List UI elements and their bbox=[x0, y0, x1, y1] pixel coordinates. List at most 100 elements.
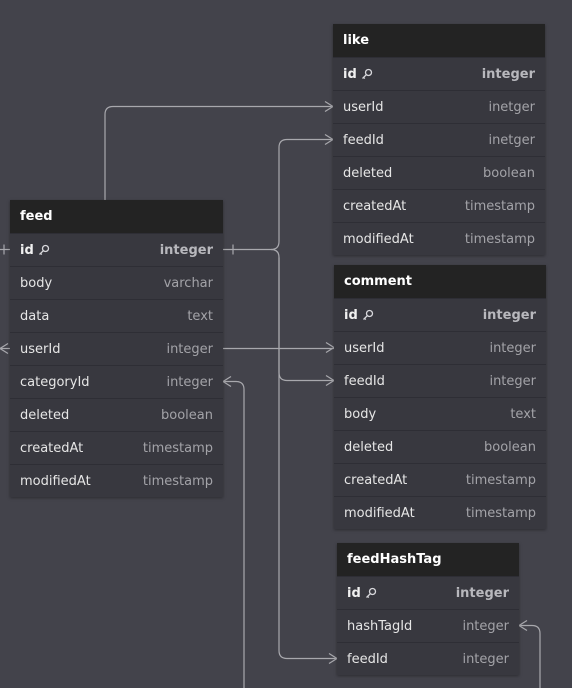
column-name-text: deleted bbox=[20, 407, 70, 423]
column-name: feedId bbox=[344, 374, 385, 389]
column-row-comment-userId[interactable]: userId integer bbox=[334, 331, 546, 364]
column-type: boolean bbox=[161, 407, 213, 423]
column-name: id bbox=[344, 308, 374, 323]
column-name: deleted bbox=[343, 166, 392, 181]
column-type: integer bbox=[462, 651, 509, 667]
column-row-feed-deleted[interactable]: deleted boolean bbox=[10, 398, 223, 431]
crow-feedHashTag-feedId bbox=[328, 652, 339, 665]
column-name: id bbox=[343, 67, 373, 82]
column-type: inetger bbox=[488, 132, 535, 148]
column-type: integer bbox=[462, 618, 509, 634]
column-name-text: createdAt bbox=[343, 198, 407, 214]
column-row-comment-id[interactable]: id integer bbox=[334, 298, 546, 331]
key-icon bbox=[365, 587, 377, 599]
column-type: timestamp bbox=[142, 440, 213, 456]
column-name-text: deleted bbox=[343, 165, 393, 181]
column-row-comment-deleted[interactable]: deleted boolean bbox=[334, 430, 546, 463]
column-name: body bbox=[20, 276, 52, 291]
column-name: modifiedAt bbox=[344, 506, 415, 521]
column-name: id bbox=[347, 586, 377, 601]
column-type: integer bbox=[482, 307, 536, 323]
column-name: hashTagId bbox=[347, 619, 412, 634]
column-row-feedHashTag-feedId[interactable]: feedId integer bbox=[337, 642, 519, 675]
table-header-feedHashTag[interactable]: feedHashTag bbox=[337, 543, 519, 576]
crow-feed-categoryId bbox=[221, 375, 232, 388]
column-type: varchar bbox=[163, 275, 213, 291]
column-name: deleted bbox=[344, 440, 393, 455]
column-name-text: userId bbox=[343, 99, 384, 115]
table-header-feed[interactable]: feed bbox=[10, 200, 223, 233]
column-name-text: userId bbox=[344, 340, 385, 356]
column-row-feed-userId[interactable]: userId integer bbox=[10, 332, 223, 365]
column-name-text: createdAt bbox=[344, 472, 408, 488]
column-row-comment-modifiedAt[interactable]: modifiedAt timestamp bbox=[334, 496, 546, 529]
column-row-feed-data[interactable]: data text bbox=[10, 299, 223, 332]
column-name-text: feedId bbox=[343, 132, 384, 148]
column-name-text: body bbox=[20, 275, 53, 291]
column-type: timestamp bbox=[465, 505, 536, 521]
column-name-text: modifiedAt bbox=[344, 505, 415, 521]
line-feed-comment bbox=[270, 248, 334, 382]
column-type: text bbox=[187, 308, 213, 324]
key-icon bbox=[362, 309, 374, 321]
column-name-text: feedId bbox=[344, 373, 385, 389]
column-name: data bbox=[20, 309, 49, 324]
column-row-feed-body[interactable]: body varchar bbox=[10, 266, 223, 299]
column-type: integer bbox=[159, 242, 213, 258]
column-name: modifiedAt bbox=[20, 474, 91, 489]
column-name: createdAt bbox=[343, 199, 406, 214]
column-name: body bbox=[344, 407, 376, 422]
crow-feedHashTag-hashTagId bbox=[517, 619, 528, 632]
column-name-text: id bbox=[20, 242, 34, 258]
column-name: userId bbox=[344, 341, 384, 356]
line-like-userId bbox=[104, 105, 333, 200]
column-type: integer bbox=[481, 66, 535, 82]
column-row-feed-modifiedAt[interactable]: modifiedAt timestamp bbox=[10, 464, 223, 497]
column-row-comment-createdAt[interactable]: createdAt timestamp bbox=[334, 463, 546, 496]
column-row-like-feedId[interactable]: feedId inetger bbox=[333, 123, 545, 156]
column-name: feedId bbox=[343, 133, 384, 148]
column-name-text: categoryId bbox=[20, 374, 90, 390]
crow-comment-userId bbox=[325, 341, 336, 354]
column-row-like-userId[interactable]: userId inetger bbox=[333, 90, 545, 123]
crow-like-feedId bbox=[324, 133, 335, 146]
table-header-like[interactable]: like bbox=[333, 24, 545, 57]
column-name: id bbox=[20, 243, 50, 258]
table-feed[interactable]: feed id integer body varchar data text userId in… bbox=[10, 200, 223, 497]
key-icon bbox=[361, 68, 373, 80]
key-icon bbox=[38, 244, 50, 256]
column-row-feedHashTag-hashTagId[interactable]: hashTagId integer bbox=[337, 609, 519, 642]
column-name-text: hashTagId bbox=[347, 618, 413, 634]
column-type: integer bbox=[489, 340, 536, 356]
column-name-text: data bbox=[20, 308, 50, 324]
column-name-text: id bbox=[347, 585, 361, 601]
column-type: timestamp bbox=[465, 472, 536, 488]
column-name-text: createdAt bbox=[20, 440, 84, 456]
column-row-feed-id[interactable]: id integer bbox=[10, 233, 223, 266]
column-type: boolean bbox=[484, 439, 536, 455]
crow-feed-userId bbox=[0, 342, 9, 355]
column-name-text: userId bbox=[20, 341, 61, 357]
column-row-like-id[interactable]: id integer bbox=[333, 57, 545, 90]
line-feed-categoryId bbox=[223, 380, 245, 688]
crow-like-userId bbox=[324, 100, 335, 113]
column-row-feed-createdAt[interactable]: createdAt timestamp bbox=[10, 431, 223, 464]
table-like[interactable]: like id integer userId inetger feedId inetger d… bbox=[333, 24, 545, 255]
table-header-comment[interactable]: comment bbox=[334, 265, 546, 298]
column-type: integer bbox=[166, 341, 213, 357]
column-type: timestamp bbox=[464, 231, 535, 247]
column-type: inetger bbox=[488, 99, 535, 115]
column-name-text: body bbox=[344, 406, 377, 422]
column-name-text: feedId bbox=[347, 651, 388, 667]
column-type: timestamp bbox=[142, 473, 213, 489]
